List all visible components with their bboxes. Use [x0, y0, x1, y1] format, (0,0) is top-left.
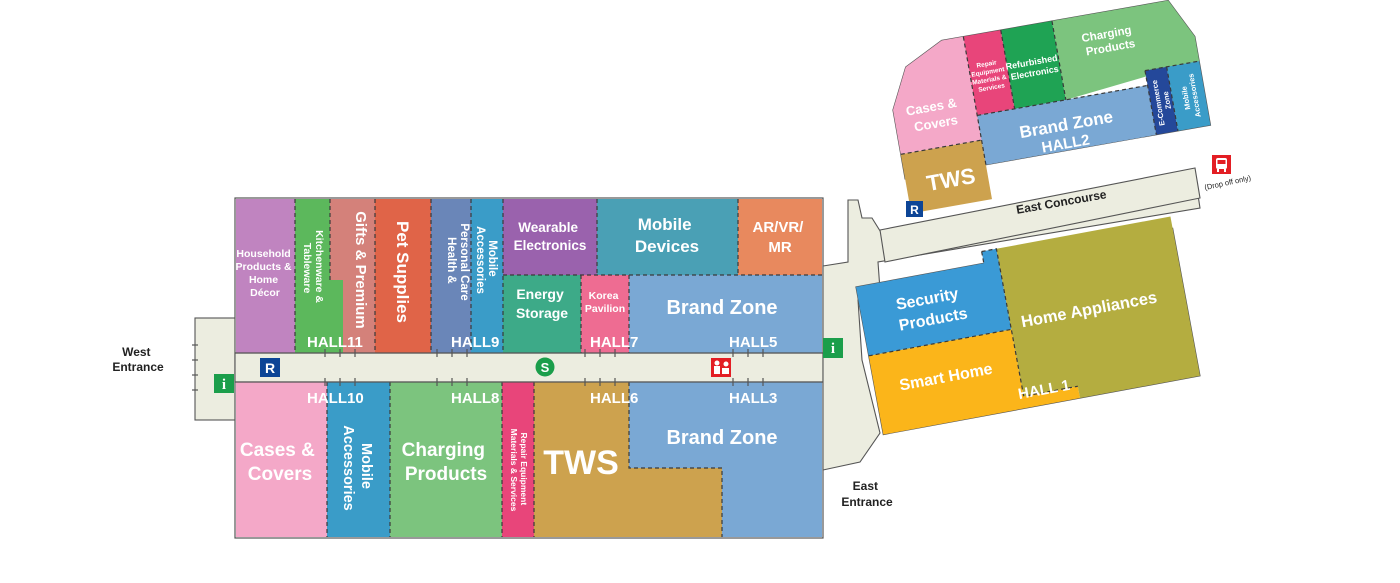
- label-pet-supplies: Pet Supplies: [393, 221, 412, 323]
- info-icon[interactable]: i: [214, 374, 234, 393]
- label-health: Health & Personal Care: [445, 223, 470, 300]
- zone-energy-storage: [503, 275, 581, 353]
- hall-9-label: HALL9: [451, 334, 499, 351]
- zone-household-products: [236, 199, 295, 353]
- drop-off-label: (Drop off only): [1204, 173, 1253, 192]
- label-repair-equipment-south: Repair Equipment Materials & Services: [509, 429, 529, 512]
- label-cases-covers-south: Cases & Covers: [240, 440, 320, 485]
- west-entrance-area: West Entrance: [112, 317, 238, 421]
- label-household: Household Products & Home Décor: [236, 248, 295, 299]
- east-entrance-label: East Entrance: [841, 479, 893, 509]
- zone-wearable-electronics: [503, 199, 597, 275]
- label-mobile-accessories-north: Mobile Accessories: [474, 226, 498, 294]
- north-zones: Household Products & Home Décor Kitchenw…: [236, 199, 822, 353]
- zone-korea-pavilion: [581, 275, 629, 353]
- zone-refurbished-electronics: [1000, 21, 1066, 109]
- label-gifts-premium: Gifts & Premium: [352, 211, 369, 329]
- hall-6-label: HALL6: [590, 390, 638, 407]
- zone-ar-vr-mr: [738, 199, 822, 275]
- zone-smart-home: [868, 329, 1080, 435]
- svg-text:S: S: [541, 360, 550, 375]
- zone-brand-zone-south: [629, 382, 822, 537]
- zone-health-personal-care: [431, 199, 471, 353]
- svg-text:i: i: [222, 377, 226, 393]
- zone-mobile-devices: [597, 199, 738, 275]
- hall-1-building: Security Products Smart Home Home Applia…: [855, 216, 1201, 436]
- east-concourse-corridor: [879, 167, 1201, 263]
- label-charging-products-south: Charging Products: [402, 440, 491, 485]
- label-energy-storage: Energy Storage: [516, 286, 568, 321]
- hall-5-label: HALL5: [729, 334, 777, 351]
- hall-8-label: HALL8: [451, 390, 499, 407]
- zone-pet-supplies: [375, 199, 431, 353]
- registration-icon[interactable]: R: [906, 201, 923, 217]
- svg-text:i: i: [831, 341, 835, 357]
- label-tws-south: TWS: [543, 444, 619, 482]
- zone-gifts-premium: [330, 199, 375, 353]
- label-repair-equipment-east: Repair Equipment Materials & Services: [969, 58, 1010, 95]
- hall-3-label: HALL3: [729, 390, 777, 407]
- hall-2-building: Cases & Covers Repair Equipment Material…: [892, 0, 1212, 214]
- hall-10-label: HALL10: [307, 390, 364, 407]
- shuttle-stop-icon[interactable]: S: [535, 357, 555, 377]
- bus-dropoff-icon[interactable]: [1212, 155, 1231, 174]
- info-icon[interactable]: i: [823, 338, 843, 358]
- zone-repair-equipment-east: [963, 30, 1015, 116]
- svg-text:R: R: [910, 203, 919, 217]
- zone-kitchenware: [295, 199, 343, 353]
- svg-text:R: R: [265, 360, 275, 376]
- zone-home-appliances: [996, 216, 1200, 399]
- label-kitchenware: Kitchenware & Tableware: [301, 230, 325, 306]
- zone-brand-zone-north: [629, 275, 822, 353]
- label-brand-zone-south: Brand Zone: [666, 427, 777, 449]
- zone-tws-south: [534, 382, 722, 537]
- zone-ecommerce: [1144, 66, 1178, 135]
- label-brand-zone-north: Brand Zone: [666, 297, 777, 319]
- label-korea-pavilion: Korea Pavilion: [585, 290, 625, 315]
- hall-11-label: HALL11: [307, 334, 363, 351]
- zone-charging-products-east: [1051, 0, 1200, 100]
- label-mobile-accessories-south: Mobile Accessories: [340, 425, 374, 510]
- zone-mobile-accessories-north: [471, 199, 503, 353]
- service-desk-icon[interactable]: [711, 358, 731, 377]
- label-mobile-devices: Mobile Devices: [635, 215, 699, 256]
- zone-cases-covers-south: [236, 382, 327, 537]
- registration-icon[interactable]: R: [260, 358, 280, 377]
- zone-cases-covers-east: [893, 36, 982, 155]
- hall-7-label: HALL7: [590, 334, 638, 351]
- label-wearable: Wearable Electronics: [514, 220, 587, 253]
- zone-tws-east: [900, 140, 992, 214]
- west-entrance-label: West Entrance: [112, 345, 164, 374]
- zone-charging-products-south: [390, 382, 502, 537]
- zone-repair-equipment-south: [502, 382, 534, 537]
- zone-mobile-accessories-east: [1166, 61, 1211, 131]
- door-marks: [235, 349, 823, 386]
- label-ar-vr-mr: AR/VR/ MR: [752, 219, 807, 256]
- south-zones: Cases & Covers Mobile Accessories Chargi…: [236, 382, 822, 537]
- zone-mobile-accessories-south: [327, 382, 390, 537]
- zone-security-products: [856, 248, 1012, 356]
- west-concourse-corridor: [234, 352, 824, 383]
